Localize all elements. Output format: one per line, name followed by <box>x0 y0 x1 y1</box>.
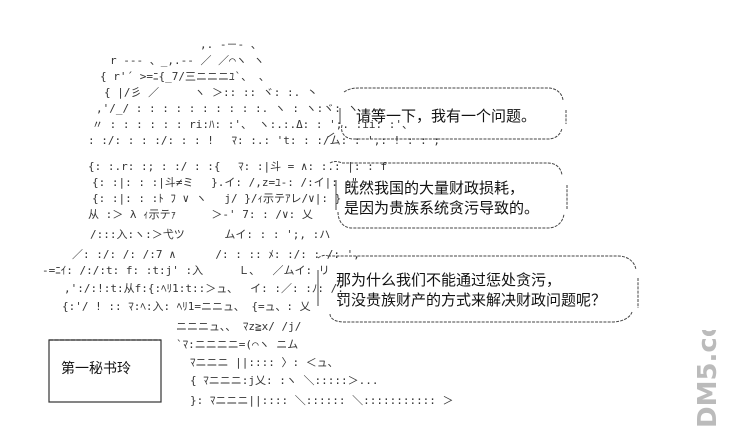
ascii-art-row: 从 :＞ λ ｨ示テｧ ＞‐' 7: : /∨: 乂 <box>88 208 313 221</box>
ascii-art-row: 〃 : : : : : : ri:ﾊ: :'、 ヽ:.:.Δ: : ';. :i… <box>92 118 413 131</box>
bubble-2-line-1: 既然我国的大量财政损耗， <box>344 179 525 197</box>
ascii-art-row: `ﾏ:ニニニニ=(⌒ヽ ニム <box>176 338 298 351</box>
speaker-name-box: 第一秘书玲 <box>47 338 163 400</box>
ascii-art-row: { ﾏニニニ:j乂: :ヽ ＼:::::＞... <box>190 374 378 387</box>
ascii-art-row: : :/: : : :/: : : ! ﾏ: :.: 't: : :/ム: : … <box>88 134 440 147</box>
ascii-art-row: { |/彡 ／ ヽ ＞:: :: ヾ: :. 丶 <box>104 86 318 99</box>
watermark-text: DM5.com <box>693 330 723 428</box>
ascii-art-row: ／: :/: /: /:7 ∧ /: : :: ﾒ: :/: : /: ', <box>72 248 360 261</box>
ascii-art-row: r ‐-- 、_,.-‐ ／ ／⌒ヽ ヽ <box>110 54 264 67</box>
ascii-art-row: ,'/_/ : : : : : : : : : :. ヽ : ヽ:ヾ: ヽ <box>96 102 359 115</box>
ascii-art-row: { r'´ >=ﾆ{_7/三ニニニﾕ`、 、 <box>100 70 270 83</box>
speech-bubble-1: 请等一下，我有一个问题。 <box>356 106 536 126</box>
ascii-art-row: /:::入:ヽ:＞弋ツ ムイ: : : ';, :ハ <box>90 228 330 241</box>
bubble-3-line-2: 罚没贵族财产的方式来解决财政问题呢？ <box>336 291 607 309</box>
ascii-art-row: -=ﾆｲ: /:/:t: f: :t:j' :入 Ｌ､ ／ムイ: リ <box>42 264 330 277</box>
ascii-art-row: ﾏニニニ ||:::: 〉: ＜ュ、 <box>190 356 339 369</box>
speech-bubble-3: 那为什么我们不能通过惩处贪污， 罚没贵族财产的方式来解决财政问题呢？ <box>336 270 606 310</box>
ascii-art-row: }: ﾏニニニ||:::: ＼:::::: ＼::::::::::: ＞ <box>190 394 454 407</box>
dm5-watermark-logo: DM5.com <box>693 330 723 428</box>
bubble-1-line-1: 请等一下，我有一个问题。 <box>356 107 537 125</box>
ascii-art-row: {: :|: : :|斗≠ミ }.イ: /,z=ﾕ‐: /:イ|: :", <box>92 176 364 189</box>
ascii-art-row: {: :|: : :ﾄ ﾌ ∨ ヽ j/ }/ｨ示テｱレ/∨|: } <box>92 192 341 205</box>
speaker-name-label: 第一秘书玲 <box>61 361 131 377</box>
speech-bubble-2: 既然我国的大量财政损耗， 是因为贵族系统贪污导致的。 <box>344 178 539 218</box>
ascii-art-row: ,. -－- 、 <box>200 38 262 51</box>
ascii-art-row: {:'/ ! :: ﾏ:ﾍ:入: ﾍﾘ1=ニニュ、 {=ュ、: 乂 <box>62 300 311 313</box>
ascii-art-row: {: :.r: :; : :/ : :{ ﾏ: :|斗 = ∧: :.: |: … <box>88 160 387 173</box>
ascii-art-row: ,':/:!:t:从f:{:ﾍﾘ1:t::＞ュ、 イ: :／: :ﾉ: /: <box>64 282 344 295</box>
bubble-3-line-1: 那为什么我们不能通过惩处贪污， <box>336 271 562 289</box>
ascii-art-row: ニニニュ、、 ﾏz≧x/ /j/ <box>176 320 301 333</box>
bubble-2-line-2: 是因为贵族系统贪污导致的。 <box>344 199 540 217</box>
